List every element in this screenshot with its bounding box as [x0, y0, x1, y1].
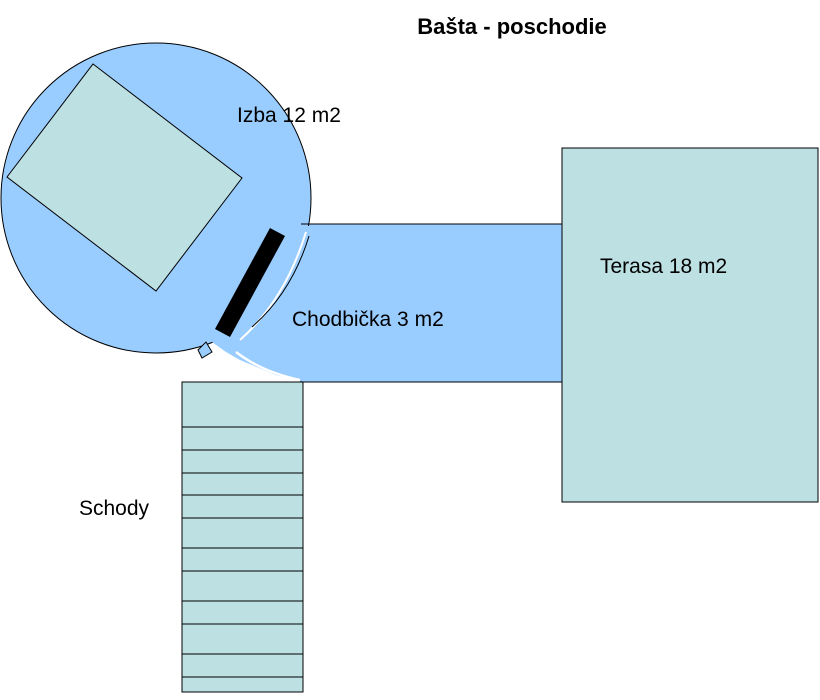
stairs-outline	[181, 381, 304, 693]
doorway-swing-lower	[235, 351, 301, 382]
terrace-label: Terasa 18 m2	[600, 255, 727, 278]
plan-title: Bašta - poschodie	[417, 14, 606, 39]
corridor-connection	[212, 226, 313, 381]
corridor-area	[300, 223, 563, 383]
terrace-area	[561, 147, 819, 503]
stairs-label: Schody	[79, 497, 150, 520]
room-label: Izba 12 m2	[237, 104, 341, 127]
stairs	[181, 381, 304, 693]
doorway-swing-upper	[239, 231, 307, 341]
door-handle	[197, 341, 213, 359]
door-panel	[215, 228, 285, 337]
corridor-label: Chodbička 3 m2	[292, 308, 444, 331]
doorway-swing-outline	[251, 235, 310, 328]
room-furniture	[6, 63, 243, 292]
